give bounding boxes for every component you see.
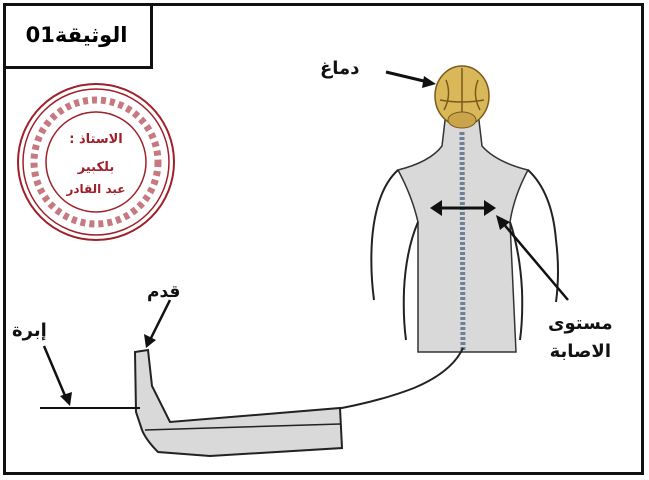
left-arm bbox=[371, 170, 398, 300]
injury-label-line1: مستوى bbox=[548, 310, 613, 338]
foot-arrow bbox=[150, 300, 170, 340]
needle-label: إبرة bbox=[12, 320, 47, 341]
nerve-path bbox=[250, 348, 463, 420]
document-label: الوثيقة01 bbox=[3, 3, 153, 69]
injury-level-label: مستوى الاصابة bbox=[548, 310, 613, 366]
stamp-line-2: بلكبير bbox=[66, 160, 126, 175]
injury-label-line2: الاصابة bbox=[548, 338, 613, 366]
stamp-line-1: الاستاذ : bbox=[66, 132, 126, 147]
brain bbox=[435, 66, 489, 128]
foot-label: قدم bbox=[147, 282, 180, 302]
left-arm-inner bbox=[404, 222, 418, 340]
brain-label: دماغ bbox=[320, 58, 359, 79]
stamp-line-3: عبد القادر bbox=[60, 182, 132, 196]
brain-arrow bbox=[386, 72, 428, 82]
needle-arrow bbox=[44, 346, 66, 398]
leg bbox=[135, 350, 342, 456]
